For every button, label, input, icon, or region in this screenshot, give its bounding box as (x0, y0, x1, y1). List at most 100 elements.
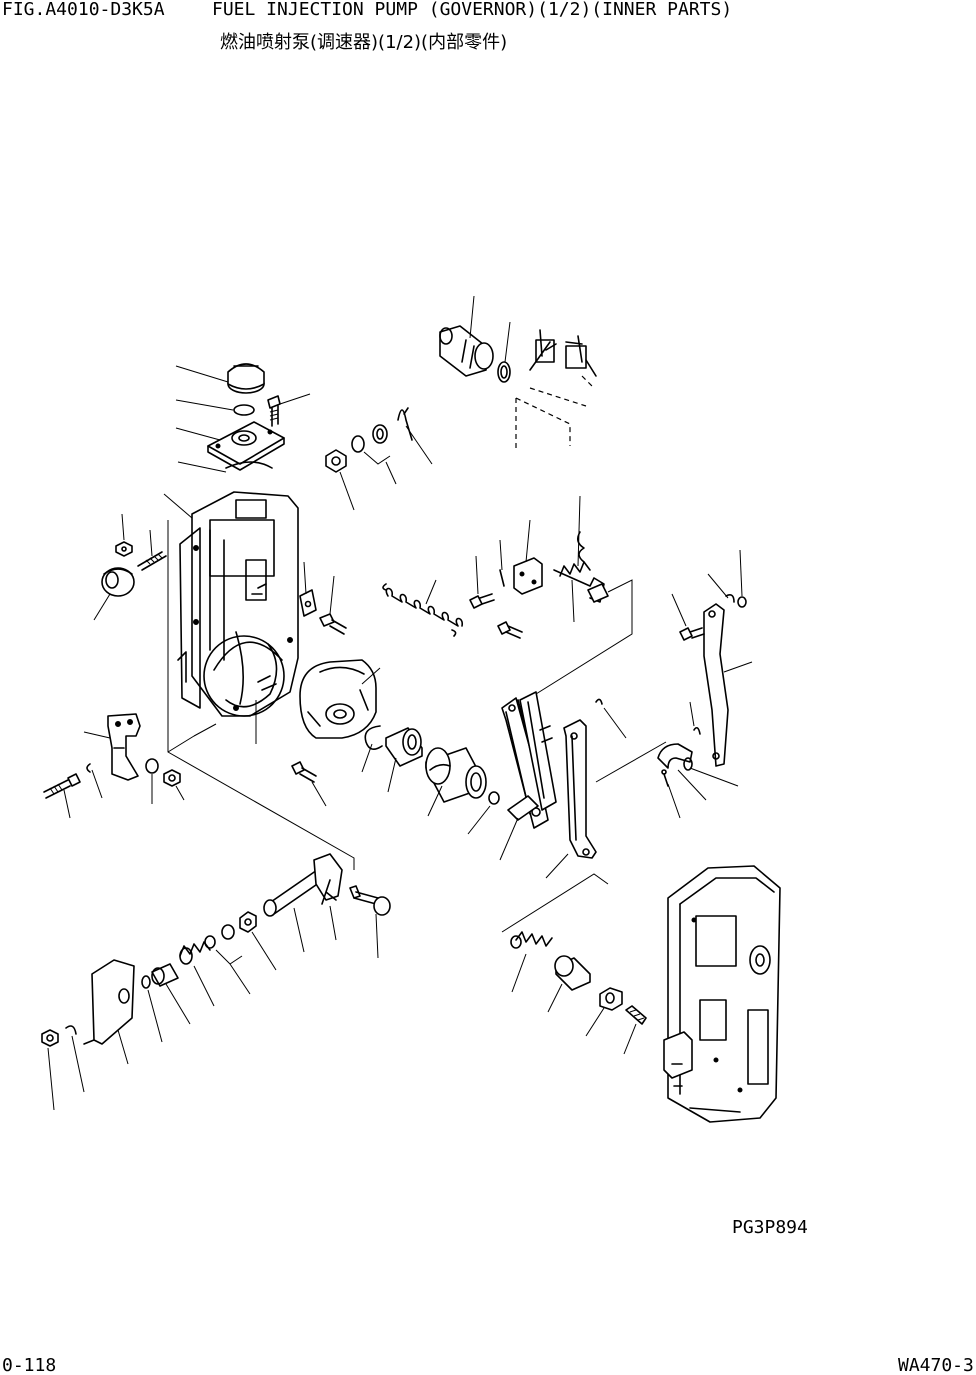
stud-bolt (137, 551, 167, 571)
leader-line (677, 769, 707, 801)
leader-line (504, 321, 511, 363)
stop-lever-bracket (107, 713, 141, 781)
assembly-connection-line (167, 520, 355, 870)
leader-line (467, 805, 491, 835)
leader-line (339, 471, 355, 511)
leader-line (165, 983, 191, 1025)
tension-lever (507, 691, 557, 821)
leader-line (405, 425, 433, 465)
leader-line (511, 953, 527, 993)
leader-line (667, 783, 681, 819)
leader-line (83, 731, 111, 739)
leader-line (329, 905, 337, 941)
hex-screw (319, 613, 347, 635)
leader-line (475, 555, 479, 595)
spring-clip (397, 407, 413, 441)
shifter-sleeve (425, 747, 487, 803)
idle-spring (510, 931, 553, 949)
leader-line (375, 913, 379, 959)
hex-nut-shaft (239, 911, 257, 933)
leader-line (175, 365, 229, 383)
spring-wire (576, 531, 585, 563)
link-rod (703, 603, 729, 767)
leader-line (311, 781, 327, 807)
leader-line (571, 579, 575, 623)
leader-line (361, 667, 381, 685)
leader-bracket (363, 451, 391, 465)
governor-spring (382, 583, 463, 637)
lever-nut (41, 1029, 59, 1047)
leader-line (671, 593, 687, 627)
small-pin-right (661, 769, 669, 787)
lock-washer (372, 424, 388, 444)
figure-id: FIG.A4010-D3K5A (2, 0, 165, 20)
shaft-washer-b (204, 935, 216, 949)
thrust-washer (488, 791, 500, 805)
hex-bolt-shaft (349, 885, 391, 916)
leader-line (585, 1007, 605, 1037)
leader-line (361, 743, 373, 773)
adjusting-screw-left (43, 773, 81, 799)
assembled-governor-reference (663, 865, 781, 1123)
shaft-washer-a (221, 924, 235, 940)
link-washer (737, 596, 747, 608)
leader-line (47, 1047, 55, 1111)
leader-line (175, 427, 221, 441)
leader-line (91, 769, 103, 799)
leader-line (175, 399, 234, 411)
leader-line (293, 907, 305, 953)
leader-line (623, 1023, 637, 1055)
spring-cap (554, 955, 591, 991)
governor-housing (177, 491, 299, 717)
leader-line (689, 701, 695, 727)
page-number: 0-118 (2, 1355, 57, 1375)
leader-line (723, 661, 753, 673)
leader-line (163, 493, 193, 519)
leader-line (425, 579, 437, 605)
link-clip (595, 698, 603, 705)
lock-plate (299, 589, 317, 617)
stop-lever (83, 959, 135, 1045)
leader-line (545, 853, 569, 879)
pin (499, 569, 505, 587)
leader-line (251, 931, 277, 971)
joint-elbow (657, 743, 693, 771)
leader-line (547, 983, 563, 1013)
leader-bracket (215, 949, 251, 995)
small-bolt-a (469, 593, 495, 609)
leader-line (739, 549, 743, 597)
flat-washer (351, 435, 365, 453)
leader-line (117, 1029, 129, 1065)
small-bolt-b (497, 621, 523, 639)
sleeve-bushing (385, 727, 423, 767)
page-title-en: FUEL INJECTION PUMP (GOVERNOR)(1/2)(INNE… (212, 0, 733, 20)
leader-line (385, 461, 397, 485)
cap-o-ring (233, 404, 255, 416)
cover-bolt (267, 395, 281, 427)
adjusting-screw-bottom (625, 1005, 647, 1025)
leader-line (387, 757, 397, 793)
cover-gasket (225, 461, 273, 469)
pump-connector-fitting (439, 325, 494, 377)
page-title-cn: 燃油喷射泵(调速器)(1/2)(内部零件) (220, 32, 508, 53)
adjusting-lever-plate (513, 557, 543, 595)
small-clip (86, 763, 91, 773)
rubber-bushing (101, 567, 135, 597)
drawing-reference-code: PG3P894 (732, 1217, 808, 1238)
link-clip-b (693, 726, 701, 735)
assembly-connection-line (501, 873, 609, 933)
leader-line (93, 593, 111, 621)
leader-line (427, 785, 443, 817)
leader-line (499, 539, 503, 571)
leader-line (469, 295, 475, 339)
snap-ring (364, 725, 383, 750)
assembly-connection-line (595, 741, 667, 783)
leader-line (193, 965, 215, 1007)
link-bolt (679, 627, 705, 641)
filler-cap (227, 363, 265, 394)
connector-gasket (497, 361, 511, 383)
leader-line (525, 519, 531, 563)
small-nut (115, 541, 133, 557)
